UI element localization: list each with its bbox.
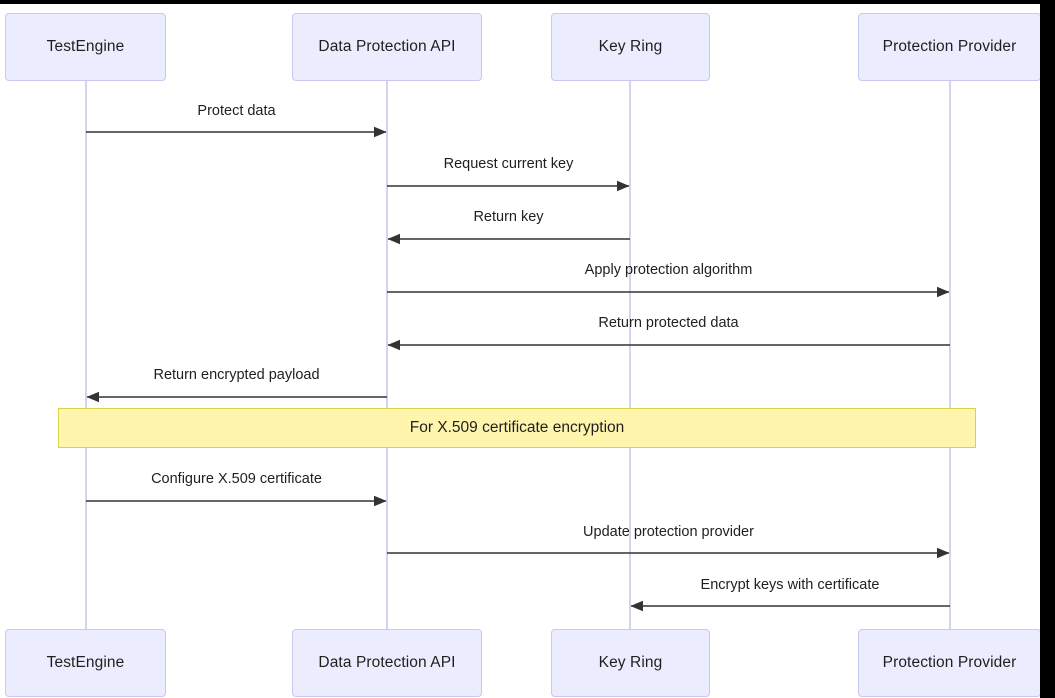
participant-label-test-engine: TestEngine [46,38,125,55]
note-box-x509-note: For X.509 certificate encryption [58,408,976,448]
participant-box-key-ring-top[interactable]: Key Ring [551,13,710,81]
participant-label-protection-provider: Protection Provider [882,654,1017,671]
participant-box-test-engine-top[interactable]: TestEngine [5,13,166,81]
participant-box-test-engine-bottom[interactable]: TestEngine [5,629,166,697]
message-label-configure-x509-certificate: Configure X.509 certificate [151,471,322,487]
message-label-protect-data: Protect data [197,103,276,119]
message-label-request-current-key: Request current key [443,156,574,172]
message-label-encrypt-keys-with-certificate: Encrypt keys with certificate [700,577,880,593]
message-label-return-encrypted-payload: Return encrypted payload [153,367,320,383]
participant-label-data-protection-api: Data Protection API [318,38,456,55]
participant-box-key-ring-bottom[interactable]: Key Ring [551,629,710,697]
participant-box-data-protection-api-bottom[interactable]: Data Protection API [292,629,482,697]
participant-label-key-ring: Key Ring [598,654,663,671]
participant-box-data-protection-api-top[interactable]: Data Protection API [292,13,482,81]
message-label-update-protection-provider: Update protection provider [583,524,754,540]
participant-label-test-engine: TestEngine [46,654,125,671]
participant-label-protection-provider: Protection Provider [882,38,1017,55]
message-label-apply-protection-algorithm: Apply protection algorithm [584,262,753,278]
lifelines-and-arrows-layer [85,81,951,629]
message-label-return-key: Return key [473,209,544,225]
participant-box-protection-provider-top[interactable]: Protection Provider [858,13,1040,81]
participant-box-protection-provider-bottom[interactable]: Protection Provider [858,629,1040,697]
message-label-return-protected-data: Return protected data [598,315,739,331]
note-label-x509-note: For X.509 certificate encryption [409,419,625,436]
participant-label-key-ring: Key Ring [598,38,663,55]
participant-label-data-protection-api: Data Protection API [318,654,456,671]
